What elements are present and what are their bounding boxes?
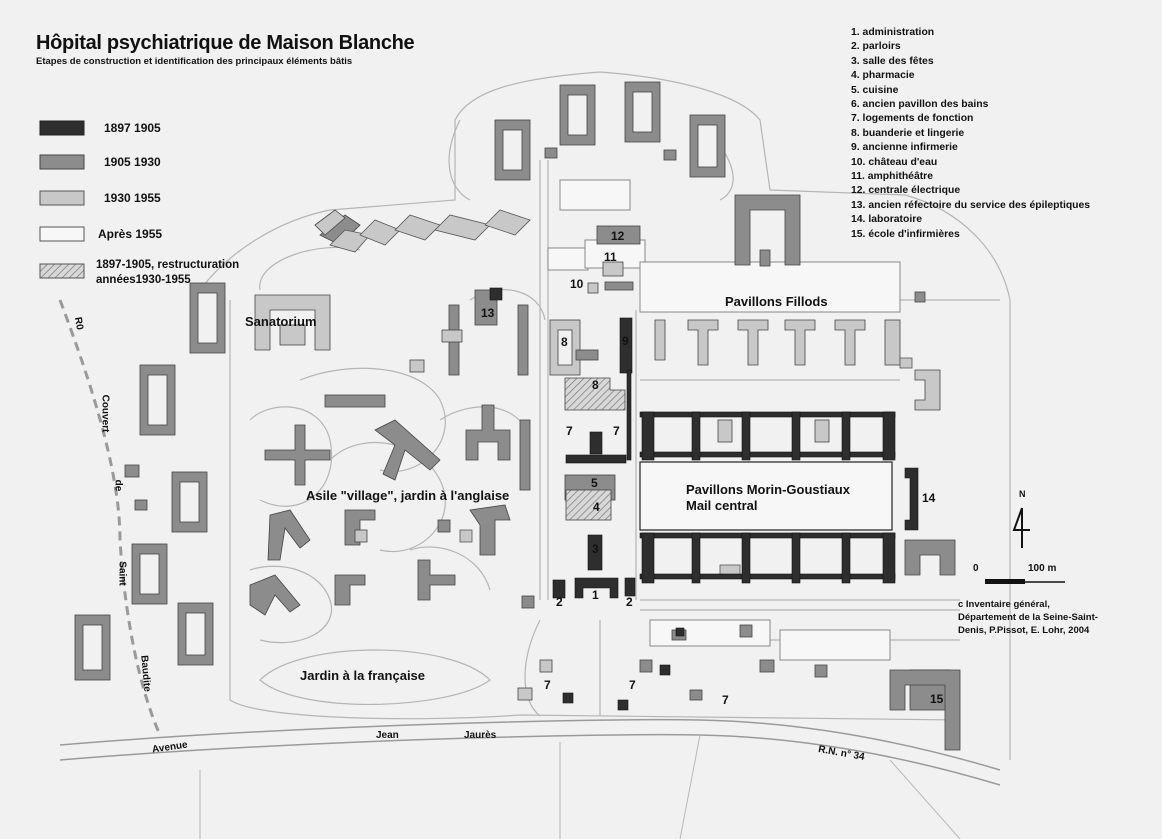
legend-label-restructured-1: 1897-1905, restructuration — [96, 259, 240, 271]
label-road-saint: Saint — [116, 561, 128, 586]
road-r0 — [58, 299, 162, 736]
scale-bar — [985, 579, 1065, 584]
north-label: N — [1019, 489, 1026, 499]
number-3: 3 — [592, 542, 599, 556]
legend-swatch-restructured — [39, 263, 85, 279]
legend-swatch-1905-1930 — [39, 154, 85, 170]
mail-central-area — [639, 461, 893, 531]
label-mail-central: Mail central — [686, 498, 758, 513]
key-item: 1. administration — [851, 27, 935, 38]
legend-label-1930-1955: 1930 1955 — [104, 191, 161, 205]
number-7: 7 — [613, 424, 620, 438]
key-item: 8. buanderie et lingerie — [851, 127, 965, 139]
label-sanatorium: Sanatorium — [245, 314, 317, 329]
number-7: 7 — [544, 678, 551, 692]
number-7: 7 — [629, 678, 636, 692]
label-asile-village: Asile "village", jardin à l'anglaise — [306, 488, 510, 503]
number-4: 4 — [593, 500, 600, 514]
buildings-1897-1905 — [489, 287, 919, 711]
scale-zero-label: 0 — [973, 563, 979, 574]
key-item: 13. ancien réfectoire du service des épi… — [851, 199, 1091, 211]
number-1: 1 — [592, 588, 599, 602]
building-key-list: 1. administration 2. parloirs 3. salle d… — [851, 26, 1090, 242]
label-road-r0: R0 — [71, 316, 85, 331]
map-title: Hôpital psychiatrique de Maison Blanche — [36, 32, 415, 54]
number-2: 2 — [556, 595, 563, 609]
key-item: 14. laboratoire — [851, 214, 923, 226]
number-5: 5 — [591, 476, 598, 490]
label-road-de: de — [112, 479, 124, 492]
legend-label-restructured-2: années1930-1955 — [96, 274, 191, 286]
number-7: 7 — [566, 424, 573, 438]
label-pavillons-morin: Pavillons Morin-Goustiaux — [686, 482, 850, 497]
number-11: 11 — [604, 250, 617, 264]
label-pavillons-fillods: Pavillons Fillods — [725, 294, 828, 309]
key-item: 11. amphithéâtre — [851, 171, 934, 183]
key-item: 10. château d'eau — [851, 156, 938, 168]
scale-length-label: 100 m — [1028, 563, 1057, 574]
legend-label-1897-1905: 1897 1905 — [104, 121, 161, 135]
number-15: 15 — [930, 692, 944, 706]
number-8: 8 — [561, 335, 568, 349]
key-item: 6. ancien pavillon des bains — [851, 99, 989, 111]
legend-swatch-1930-1955 — [39, 190, 85, 206]
key-item: 15. école d'infirmières — [851, 228, 960, 240]
legend-label-1905-1930: 1905 1930 — [104, 155, 161, 169]
number-12: 12 — [611, 229, 625, 243]
credit-block: c Inventaire général, Département de la … — [958, 598, 1098, 637]
avenue-jean-jaures — [59, 718, 1001, 839]
legend-swatch-after-1955 — [39, 226, 85, 242]
label-road-couvert: Couvert — [99, 394, 111, 433]
key-item: 9. ancienne infirmerie — [851, 142, 958, 154]
credit-line: Département de la Seine-Saint- — [958, 612, 1098, 623]
buildings-1905-1930 — [74, 81, 961, 751]
key-item: 4. pharmacie — [851, 70, 915, 82]
credit-line: Denis, P.Pissot, E. Lohr, 2004 — [958, 625, 1090, 636]
number-10: 10 — [570, 277, 584, 291]
credit-line: c Inventaire général, — [958, 599, 1050, 610]
number-14: 14 — [922, 491, 936, 505]
label-road-jean: Jean — [376, 730, 399, 741]
key-item: 7. logements de fonction — [851, 113, 974, 125]
site-paths — [199, 71, 1011, 760]
number-8: 8 — [592, 378, 599, 392]
key-item: 3. salle des fêtes — [851, 55, 934, 67]
number-9: 9 — [622, 334, 629, 348]
legend-label-after-1955: Après 1955 — [98, 227, 163, 241]
key-item: 2. parloirs — [851, 41, 901, 53]
number-7: 7 — [722, 693, 729, 707]
key-item: 5. cuisine — [851, 84, 899, 96]
north-arrow-icon — [1012, 507, 1030, 548]
key-item: 12. centrale électrique — [851, 185, 961, 197]
buildings-after-1955 — [547, 179, 901, 661]
number-2: 2 — [626, 595, 633, 609]
label-road-jaures: Jaurès — [464, 730, 497, 741]
buildings-1930-1955 — [329, 209, 913, 576]
legend-swatch-1897-1905 — [39, 120, 85, 136]
number-13: 13 — [481, 306, 495, 320]
buildings-restructured — [564, 377, 626, 521]
legend-swatches — [39, 120, 85, 279]
label-jardin-francaise: Jardin à la française — [300, 668, 426, 683]
map-subtitle: Etapes de construction et identification… — [36, 56, 353, 67]
